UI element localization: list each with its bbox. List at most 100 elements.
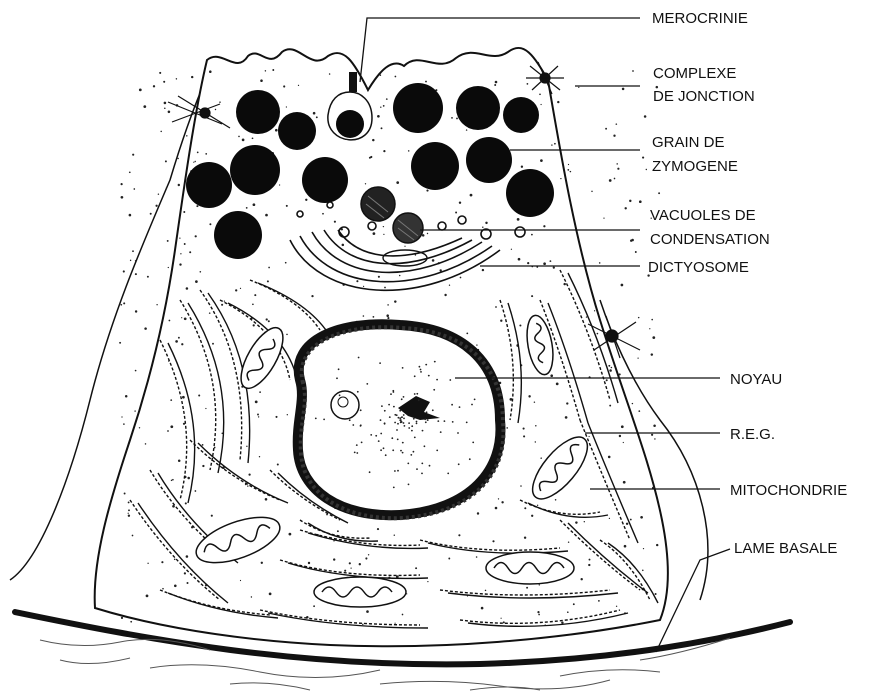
cytoplasm-dot — [395, 76, 397, 78]
cytoplasm-dot — [653, 424, 656, 427]
cytoplasm-dot — [630, 239, 632, 241]
cytoplasm-dot — [266, 318, 268, 320]
cytoplasm-dot — [135, 310, 137, 312]
cytoplasm-dot — [287, 414, 288, 415]
cytoplasm-dot — [537, 505, 538, 506]
cytoplasm-dot — [652, 336, 655, 339]
cytoplasm-dot — [162, 588, 164, 590]
cytoplasm-dot — [349, 562, 351, 564]
chromatin-dot — [469, 458, 471, 460]
chromatin-dot — [422, 430, 424, 432]
cytoplasm-dot — [531, 234, 533, 236]
label-complexe-line1: COMPLEXE — [653, 65, 736, 82]
cytoplasm-dot — [248, 473, 250, 475]
cytoplasm-dot — [621, 284, 624, 287]
chromatin-dot — [397, 423, 399, 425]
cytoplasm-dot — [611, 367, 613, 369]
chromatin-dot — [436, 379, 438, 381]
chromatin-dot — [396, 414, 398, 416]
cytoplasm-dot — [184, 317, 187, 320]
chromatin-dot — [404, 425, 406, 427]
cytoplasm-dot — [182, 396, 185, 399]
chromatin-dot — [352, 424, 354, 426]
cytoplasm-dot — [642, 570, 644, 572]
chromatin-dot — [397, 470, 399, 472]
cytoplasm-dot — [191, 76, 193, 78]
cytoplasm-dot — [624, 545, 627, 548]
cytoplasm-dot — [224, 300, 225, 301]
cytoplasm-dot — [609, 405, 611, 407]
cytoplasm-dot — [616, 606, 617, 607]
chromatin-dot — [323, 419, 325, 421]
cytoplasm-dot — [383, 234, 384, 235]
cytoplasm-dot — [537, 611, 539, 613]
cytoplasm-dot — [200, 271, 202, 273]
cytoplasm-dot — [298, 85, 299, 86]
cytoplasm-dot — [161, 561, 163, 563]
chromatin-dot — [421, 473, 423, 475]
cytoplasm-dot — [425, 81, 427, 83]
cytoplasm-dot — [283, 85, 285, 87]
cytoplasm-dot — [129, 214, 132, 217]
cytoplasm-dot — [257, 414, 259, 416]
chromatin-dot — [349, 419, 351, 421]
cytoplasm-dot — [187, 477, 190, 480]
cytoplasm-dot — [524, 507, 526, 509]
cytoplasm-dot — [554, 143, 556, 145]
cytoplasm-dot — [165, 160, 167, 162]
chromatin-dot — [397, 439, 399, 441]
cytoplasm-dot — [651, 434, 653, 436]
cytoplasm-dot — [543, 262, 546, 265]
cytoplasm-dot — [394, 300, 396, 302]
cytoplasm-dot — [135, 260, 137, 262]
cytoplasm-dot — [644, 115, 647, 118]
cytoplasm-dot — [168, 111, 171, 114]
cytoplasm-dot — [432, 259, 435, 262]
cytoplasm-dot — [171, 480, 172, 481]
nucleus — [298, 324, 504, 518]
cytoplasm-dot — [128, 513, 129, 514]
chromatin-dot — [408, 422, 410, 424]
chromatin-dot — [380, 419, 382, 421]
chromatin-dot — [424, 418, 426, 420]
cytoplasm-dot — [609, 179, 612, 182]
chromatin-dot — [366, 383, 368, 385]
cytoplasm-dot — [394, 534, 395, 535]
cytoplasm-dot — [242, 139, 245, 142]
chromatin-dot — [380, 433, 382, 435]
cytoplasm-dot — [209, 223, 211, 225]
cytoplasm-dot — [377, 115, 380, 118]
cytoplasm-dot — [260, 79, 263, 82]
chromatin-dot — [360, 409, 362, 411]
cytoplasm-dot — [381, 127, 383, 129]
cytoplasm-dot — [427, 233, 428, 234]
cytoplasm-dot — [176, 78, 177, 79]
cytoplasm-dot — [289, 533, 292, 536]
cytoplasm-dot — [123, 302, 125, 304]
cytoplasm-dot — [387, 304, 389, 306]
chromatin-dot — [389, 416, 391, 418]
cytoplasm-dot — [377, 528, 379, 530]
cytoplasm-dot — [174, 585, 177, 588]
chromatin-dot — [380, 449, 382, 451]
cytoplasm-dot — [372, 139, 374, 141]
chromatin-dot — [436, 450, 438, 452]
cytoplasm-dot — [498, 498, 499, 499]
cytoplasm-dot — [597, 333, 599, 335]
cytoplasm-dot — [609, 369, 612, 372]
cytoplasm-dot — [643, 548, 644, 549]
cytoplasm-dot — [167, 240, 169, 242]
chromatin-dot — [357, 391, 359, 393]
cytoplasm-dot — [132, 535, 134, 537]
cytoplasm-dot — [619, 373, 621, 375]
cytoplasm-dot — [286, 205, 288, 207]
cytoplasm-dot — [169, 320, 171, 322]
chromatin-dot — [429, 465, 431, 467]
cytoplasm-dot — [632, 403, 633, 404]
cytoplasm-dot — [212, 343, 214, 345]
chromatin-dot — [385, 454, 387, 456]
cytoplasm-dot — [189, 251, 191, 253]
chromatin-dot — [437, 420, 439, 422]
cytoplasm-dot — [178, 337, 180, 339]
